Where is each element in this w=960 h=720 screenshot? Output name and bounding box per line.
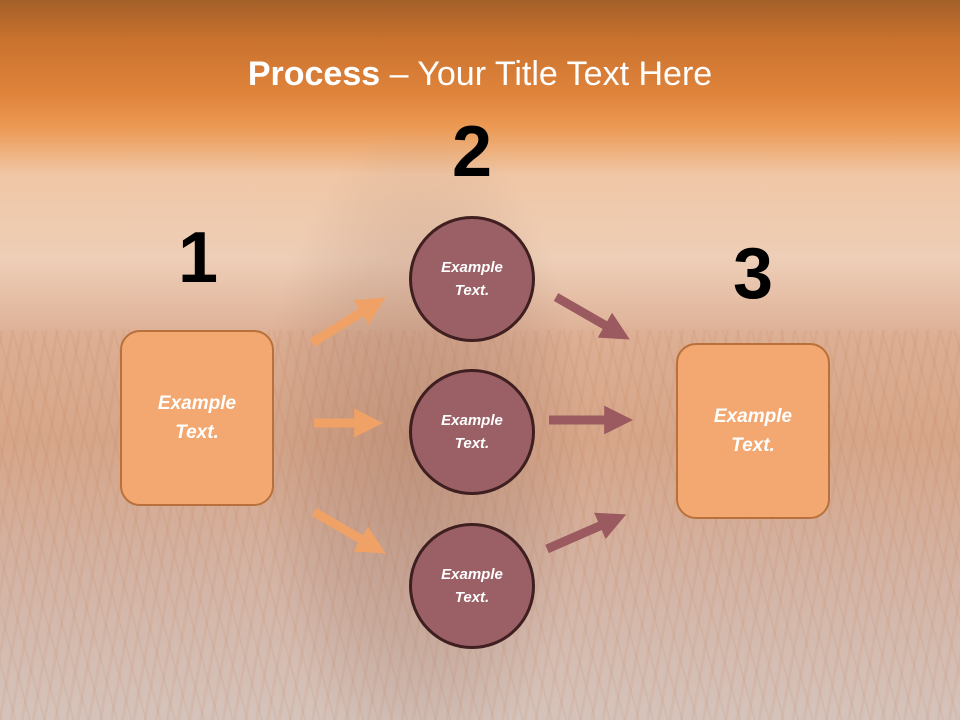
arrow-bottom-to-right	[545, 512, 627, 554]
title-bold: Process	[247, 55, 381, 93]
step-number-1: 1	[177, 218, 219, 298]
arrow-top-to-right	[553, 293, 630, 340]
circle-top: Example Text.	[409, 216, 535, 342]
arrow-left-to-bottom	[311, 508, 386, 554]
right-step-text: Example Text.	[713, 406, 793, 456]
circle-bottom: Example Text.	[409, 523, 535, 649]
circle-top-text: Example Text.	[441, 259, 503, 299]
step-number-2: 2	[451, 112, 493, 192]
slide-title: Process – Your Title Text Here	[0, 52, 960, 96]
right-step-box: Example Text.	[676, 343, 830, 519]
circle-bottom-text: Example Text.	[441, 566, 503, 606]
circle-middle-text: Example Text.	[441, 412, 503, 452]
step-number-3: 3	[732, 234, 774, 314]
arrow-left-to-top	[309, 297, 386, 347]
left-step-text: Example Text.	[157, 393, 237, 443]
title-rest: – Your Title Text Here	[380, 55, 713, 93]
left-step-box: Example Text.	[120, 330, 274, 506]
circle-middle: Example Text.	[409, 369, 535, 495]
